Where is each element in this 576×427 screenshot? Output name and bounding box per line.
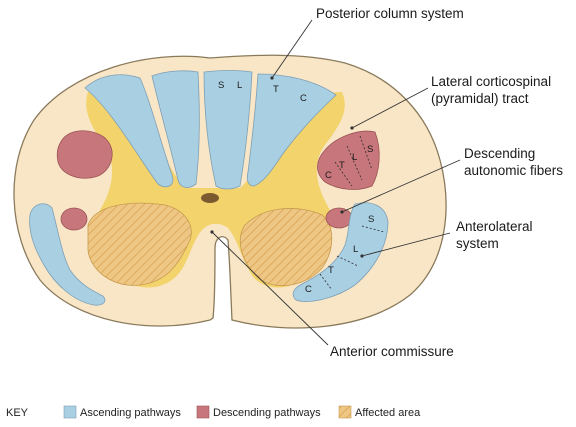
posterior-column-fasciculus-cuneatus: [246, 73, 337, 187]
key-swatch-descending: [196, 405, 210, 419]
affected-area-right: [239, 208, 333, 287]
anterolateral-letter-l: L: [353, 244, 358, 255]
anterolateral-letter-s: S: [368, 214, 374, 225]
label-anterior-commissure: Anterior commissure: [330, 344, 454, 359]
posterior-column-left-inner: [151, 70, 200, 188]
label-anterolateral-2: system: [456, 236, 499, 251]
tract-division-lines: [319, 135, 385, 291]
anterolateral-right: [292, 202, 389, 302]
label-descending-autonomic-2: autonomic fibers: [464, 163, 563, 178]
key-swatch-affected: [338, 405, 352, 419]
descending-autonomic-right: [325, 207, 353, 229]
posterior-letter-c: C: [300, 93, 307, 104]
corticospinal-letter-l: L: [352, 152, 357, 163]
central-canal: [201, 193, 219, 203]
descending-autonomic-left: [60, 207, 88, 231]
key-title: KEY: [6, 407, 29, 419]
leader-lines: [211, 19, 461, 346]
label-anterolateral-1: Anterolateral: [456, 219, 533, 234]
leader-dot-posterior: [270, 76, 274, 80]
posterior-column-fasciculus-gracilis: [203, 70, 253, 190]
leader-dot-autonomic: [340, 210, 344, 214]
leader-dot-corticospinal: [350, 126, 354, 130]
key-label-descending: Descending pathways: [213, 407, 321, 419]
affected-area-left: [87, 202, 192, 286]
label-lateral-corticospinal-1: Lateral corticospinal: [431, 74, 551, 89]
anterolateral-letter-c: C: [305, 284, 312, 295]
posterior-column-left-outer: [84, 74, 174, 188]
posterior-letter-s: S: [218, 80, 224, 91]
lateral-corticospinal-left: [56, 130, 113, 179]
corticospinal-letter-c: C: [325, 170, 332, 181]
leader-dot-commissure: [210, 230, 214, 234]
label-posterior-column-system: Posterior column system: [316, 6, 464, 21]
posterior-letter-t: T: [273, 84, 279, 95]
lateral-corticospinal-right: [317, 130, 380, 190]
corticospinal-letter-s: S: [367, 144, 373, 155]
anterolateral-letter-t: T: [328, 265, 334, 276]
key-label-ascending: Ascending pathways: [80, 407, 181, 419]
posterior-letter-l: L: [237, 80, 242, 91]
key-swatch-ascending: [63, 405, 77, 419]
label-lateral-corticospinal-2: (pyramidal) tract: [431, 91, 529, 106]
anterolateral-left: [29, 203, 106, 306]
key-label-affected: Affected area: [355, 407, 421, 419]
corticospinal-letter-t: T: [339, 160, 345, 171]
leader-dot-anterolateral: [360, 254, 364, 258]
label-descending-autonomic-1: Descending: [464, 146, 535, 161]
